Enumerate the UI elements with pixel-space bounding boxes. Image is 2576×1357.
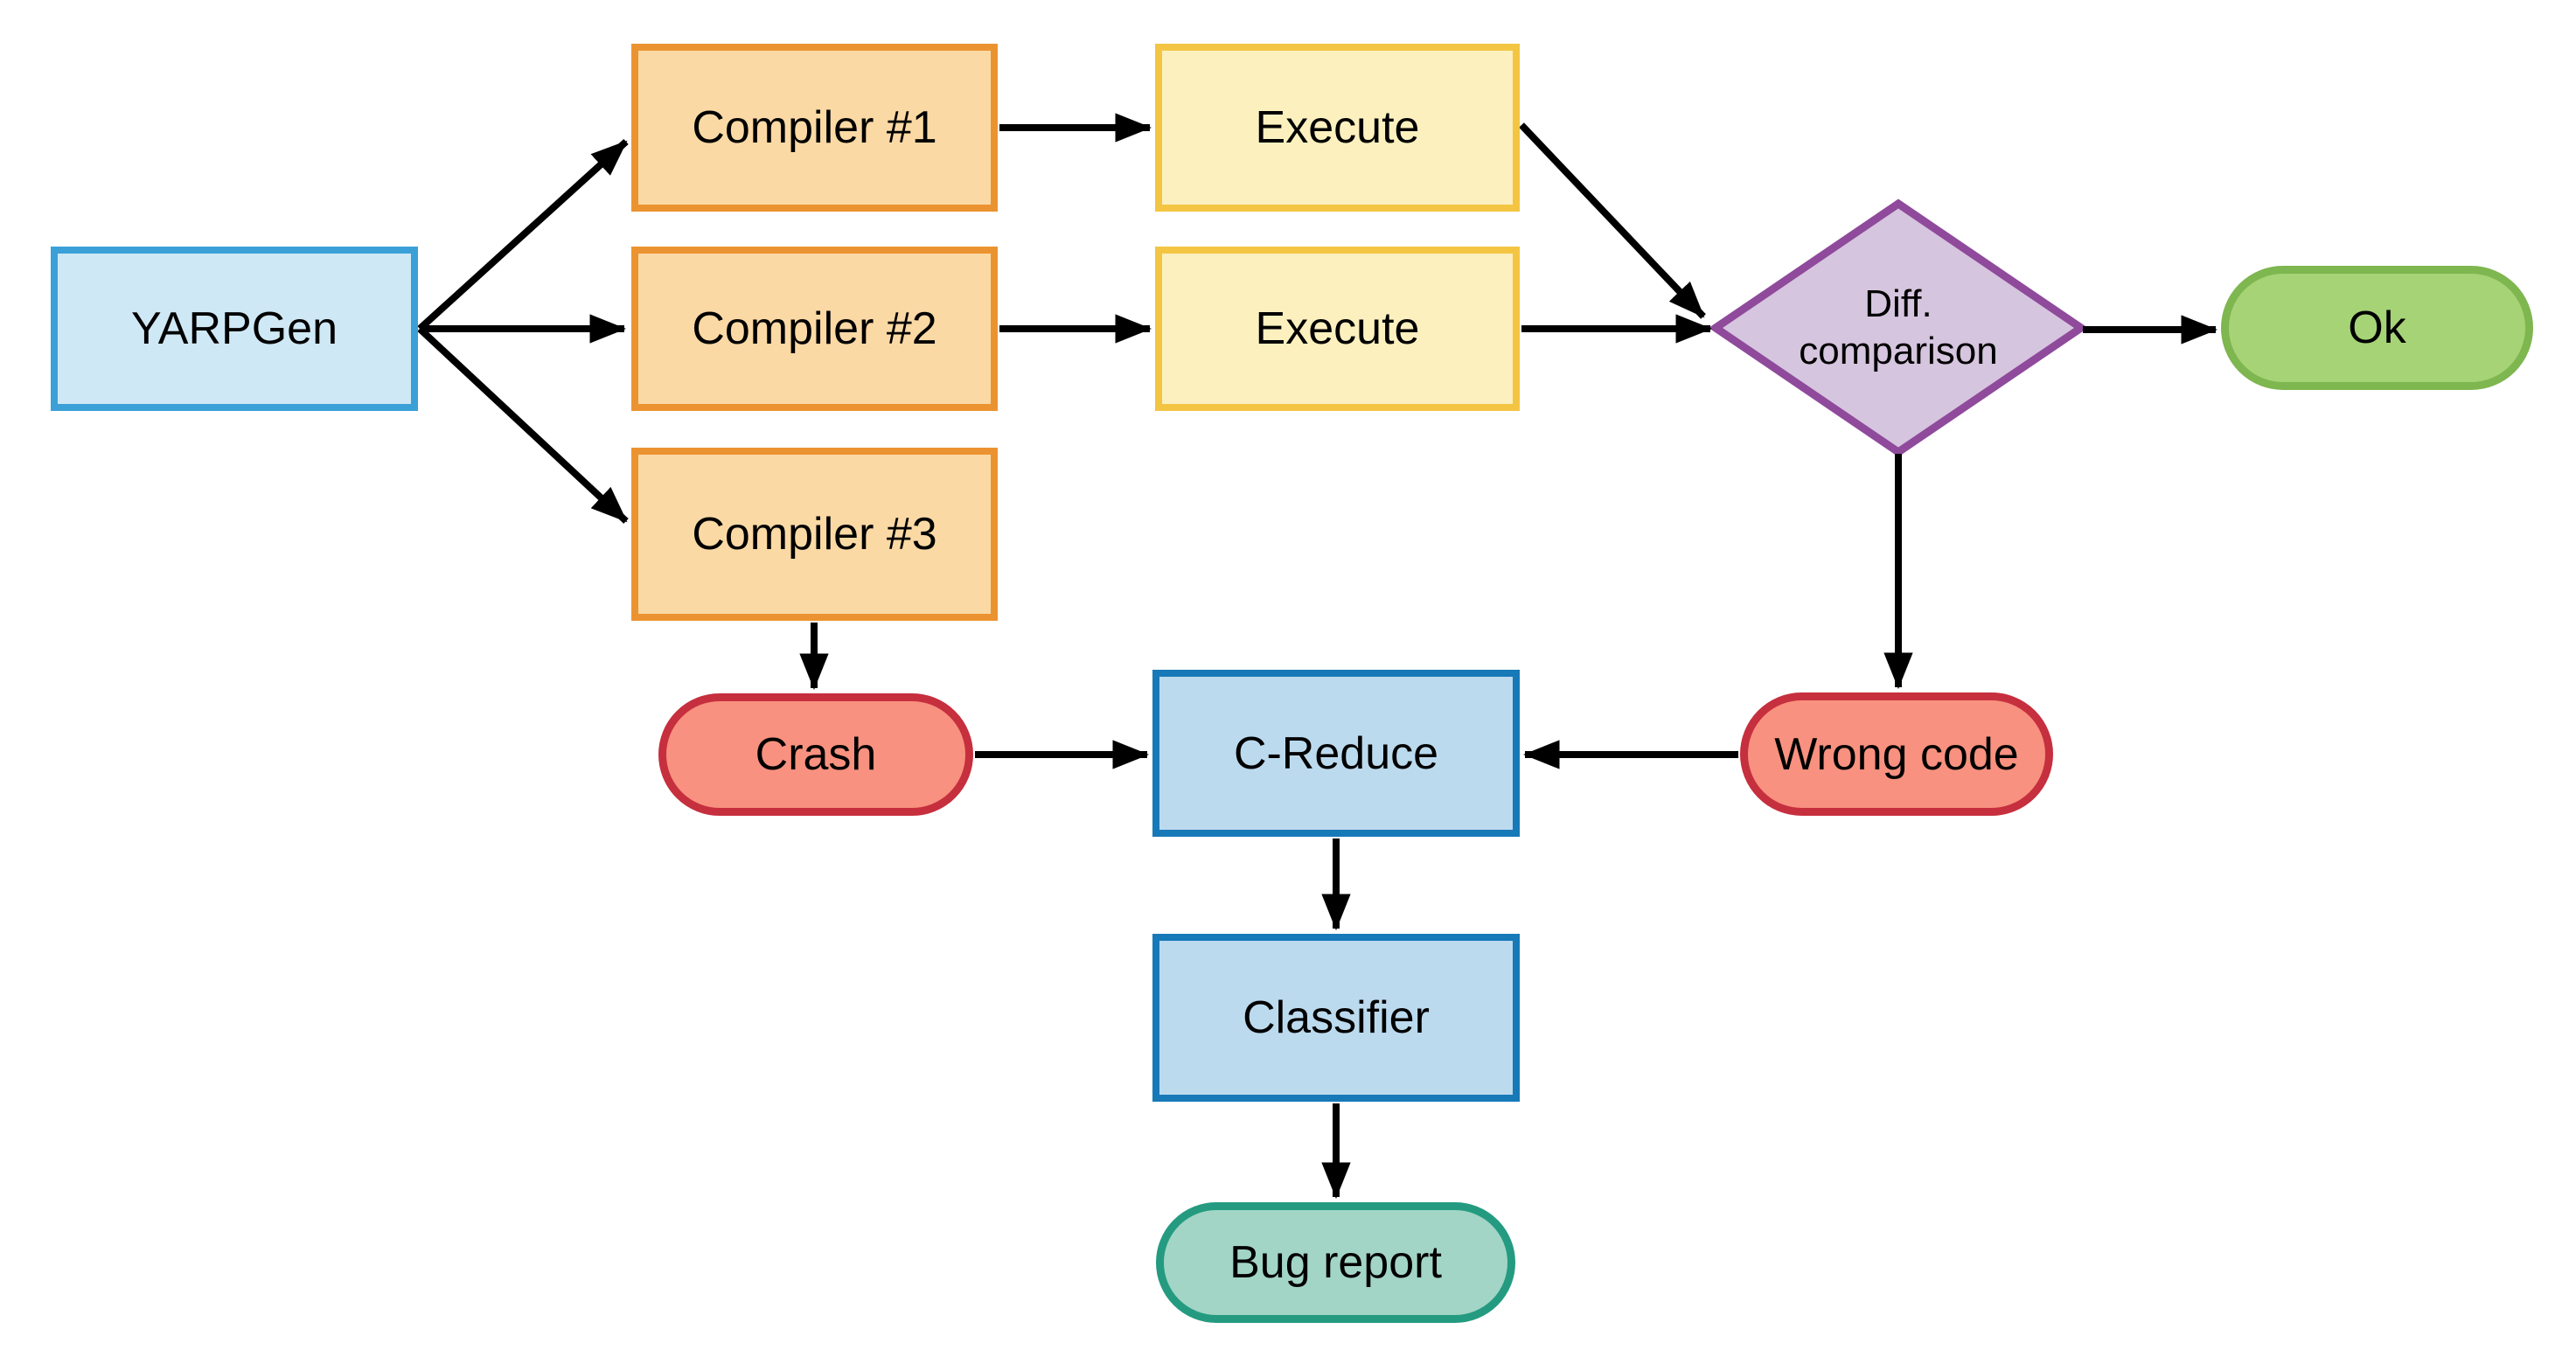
node-label: Compiler #3 xyxy=(692,509,937,560)
node-crash: Crash xyxy=(658,693,973,816)
node-c-reduce: C-Reduce xyxy=(1152,670,1520,837)
node-execute-1: Execute xyxy=(1155,44,1520,212)
node-label: Classifier xyxy=(1243,992,1430,1043)
node-diff-comparison-label: Diff. comparison xyxy=(1767,262,2029,393)
node-label: Crash xyxy=(755,729,877,780)
node-label-line-1: Diff. xyxy=(1864,282,1932,326)
node-bug-report: Bug report xyxy=(1156,1202,1515,1323)
edge-yarpgen-to-compiler3 xyxy=(417,326,629,524)
node-ok: Ok xyxy=(2221,266,2533,390)
edge-execute1-to-diff-comparison xyxy=(1519,122,1706,319)
node-label: C-Reduce xyxy=(1233,727,1439,779)
node-label: YARPGen xyxy=(130,303,338,354)
node-compiler-3: Compiler #3 xyxy=(631,448,998,621)
node-label: Execute xyxy=(1255,303,1420,354)
node-yarpgen: YARPGen xyxy=(51,247,418,411)
node-label: Compiler #1 xyxy=(692,102,937,153)
node-label-line-2: comparison xyxy=(1799,330,1998,372)
node-label: Ok xyxy=(2348,303,2406,353)
edge-yarpgen-to-compiler1 xyxy=(417,139,629,331)
diff-comparison-diamond xyxy=(1708,198,2089,457)
node-classifier: Classifier xyxy=(1152,934,1520,1102)
node-wrong-code: Wrong code xyxy=(1740,692,2053,816)
node-execute-2: Execute xyxy=(1155,247,1520,411)
node-label: Compiler #2 xyxy=(692,303,937,354)
node-compiler-1: Compiler #1 xyxy=(631,44,998,212)
node-label: Execute xyxy=(1255,102,1420,153)
node-compiler-2: Compiler #2 xyxy=(631,247,998,411)
node-label: Bug report xyxy=(1229,1237,1442,1288)
node-label: Wrong code xyxy=(1774,728,2019,780)
